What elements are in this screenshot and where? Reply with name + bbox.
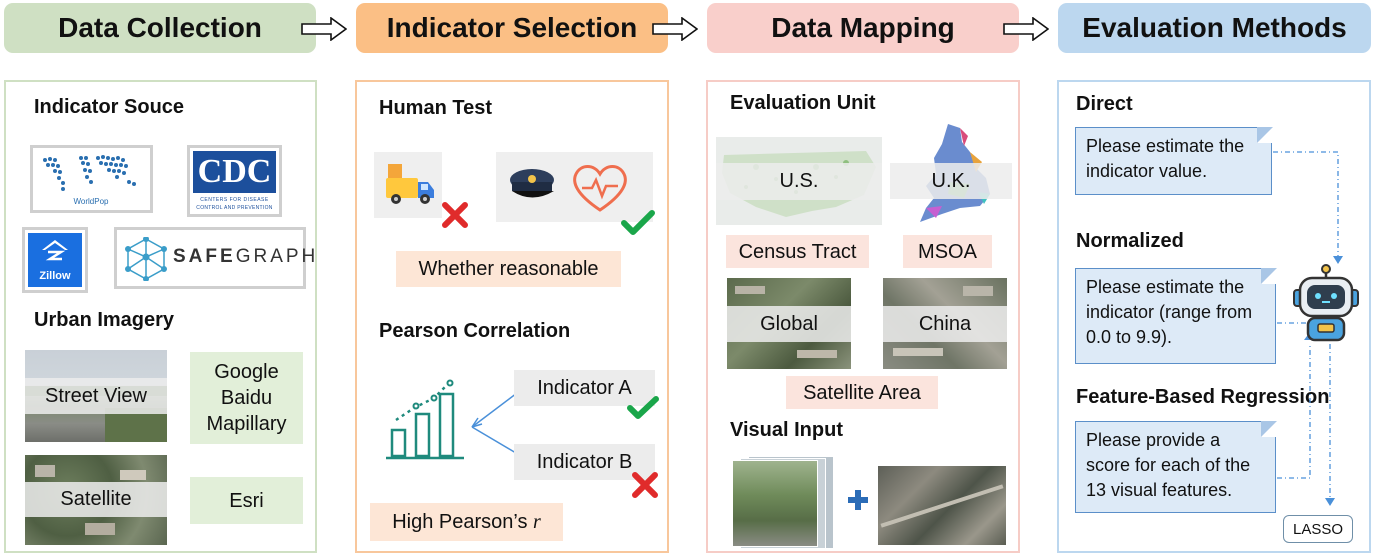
check-icon: [621, 210, 655, 235]
health-heart-icon: [573, 165, 627, 212]
police-health-image: [496, 152, 653, 222]
arrow-right-icon: [301, 17, 347, 41]
evaluation-unit-title: Evaluation Unit: [730, 92, 876, 114]
high-pearson-label: High Pearson’s r: [370, 503, 563, 541]
cdc-logo: CDC CENTERS FOR DISEASE CONTROL AND PREV…: [187, 145, 282, 217]
indicator-source-title: Indicator Souce: [34, 96, 185, 118]
cross-icon: [632, 472, 658, 498]
header-data-collection: Data Collection: [4, 3, 316, 53]
zillow-logo: Zillow: [22, 227, 88, 293]
visual-input-title: Visual Input: [730, 419, 843, 441]
human-test-title: Human Test: [379, 97, 492, 119]
indicator-selection-panel: [355, 80, 669, 553]
header-data-mapping: Data Mapping: [707, 3, 1019, 53]
us-label: U.S.: [716, 163, 882, 200]
direct-title: Direct: [1076, 93, 1133, 115]
direct-prompt-note: Please estimate the indicator value.: [1075, 126, 1273, 195]
connector-arrows-icon: [471, 389, 522, 457]
zillow-house-icon: [42, 240, 68, 261]
plus-icon: [848, 490, 868, 510]
arrow-right-icon: [1003, 17, 1049, 41]
global-label: Global: [727, 306, 851, 342]
feature-prompt-note: Please provide a score for each of the 1…: [1075, 420, 1277, 513]
delivery-truck-image: [374, 152, 442, 218]
street-view-label: Street View: [25, 378, 167, 414]
visual-satellite-image: [878, 466, 1006, 545]
cross-icon: [442, 202, 468, 228]
census-tract-label: Census Tract: [726, 235, 869, 268]
street-image-front: [732, 460, 818, 547]
robot-icon: [1293, 264, 1359, 342]
header-evaluation-methods: Evaluation Methods: [1058, 3, 1371, 53]
police-cap-icon: [510, 169, 554, 198]
indicator-b-label: Indicator B: [514, 444, 655, 480]
normalized-prompt-note: Please estimate the indicator (range fro…: [1075, 267, 1277, 364]
uk-label: U.K.: [890, 163, 1012, 199]
indicator-a-label: Indicator A: [514, 370, 655, 406]
satellite-source: Esri: [190, 477, 303, 524]
delivery-truck-icon: [386, 164, 434, 204]
worldpop-logo: WorldPop: [30, 145, 153, 213]
graph-network-icon: [125, 237, 167, 281]
normalized-title: Normalized: [1076, 230, 1184, 252]
worldpop-logo-text: WorldPop: [74, 197, 110, 206]
lasso-box: LASSO: [1283, 515, 1353, 543]
check-icon: [627, 396, 659, 419]
satellite-area-label: Satellite Area: [786, 376, 938, 409]
urban-imagery-title: Urban Imagery: [34, 309, 175, 331]
china-label: China: [883, 306, 1007, 342]
street-view-sources: Google Baidu Mapillary: [190, 352, 303, 444]
bar-chart-icon: [386, 379, 464, 460]
satellite-label: Satellite: [25, 482, 167, 517]
safegraph-logo: SAFEGRAPH: [114, 227, 315, 289]
arrow-right-icon: [652, 17, 698, 41]
msoa-label: MSOA: [903, 235, 992, 268]
whether-reasonable-label: Whether reasonable: [396, 251, 621, 287]
header-indicator-selection: Indicator Selection: [356, 3, 668, 53]
pearson-correlation-title: Pearson Correlation: [379, 320, 571, 342]
feature-regression-title: Feature-Based Regression: [1076, 386, 1330, 408]
